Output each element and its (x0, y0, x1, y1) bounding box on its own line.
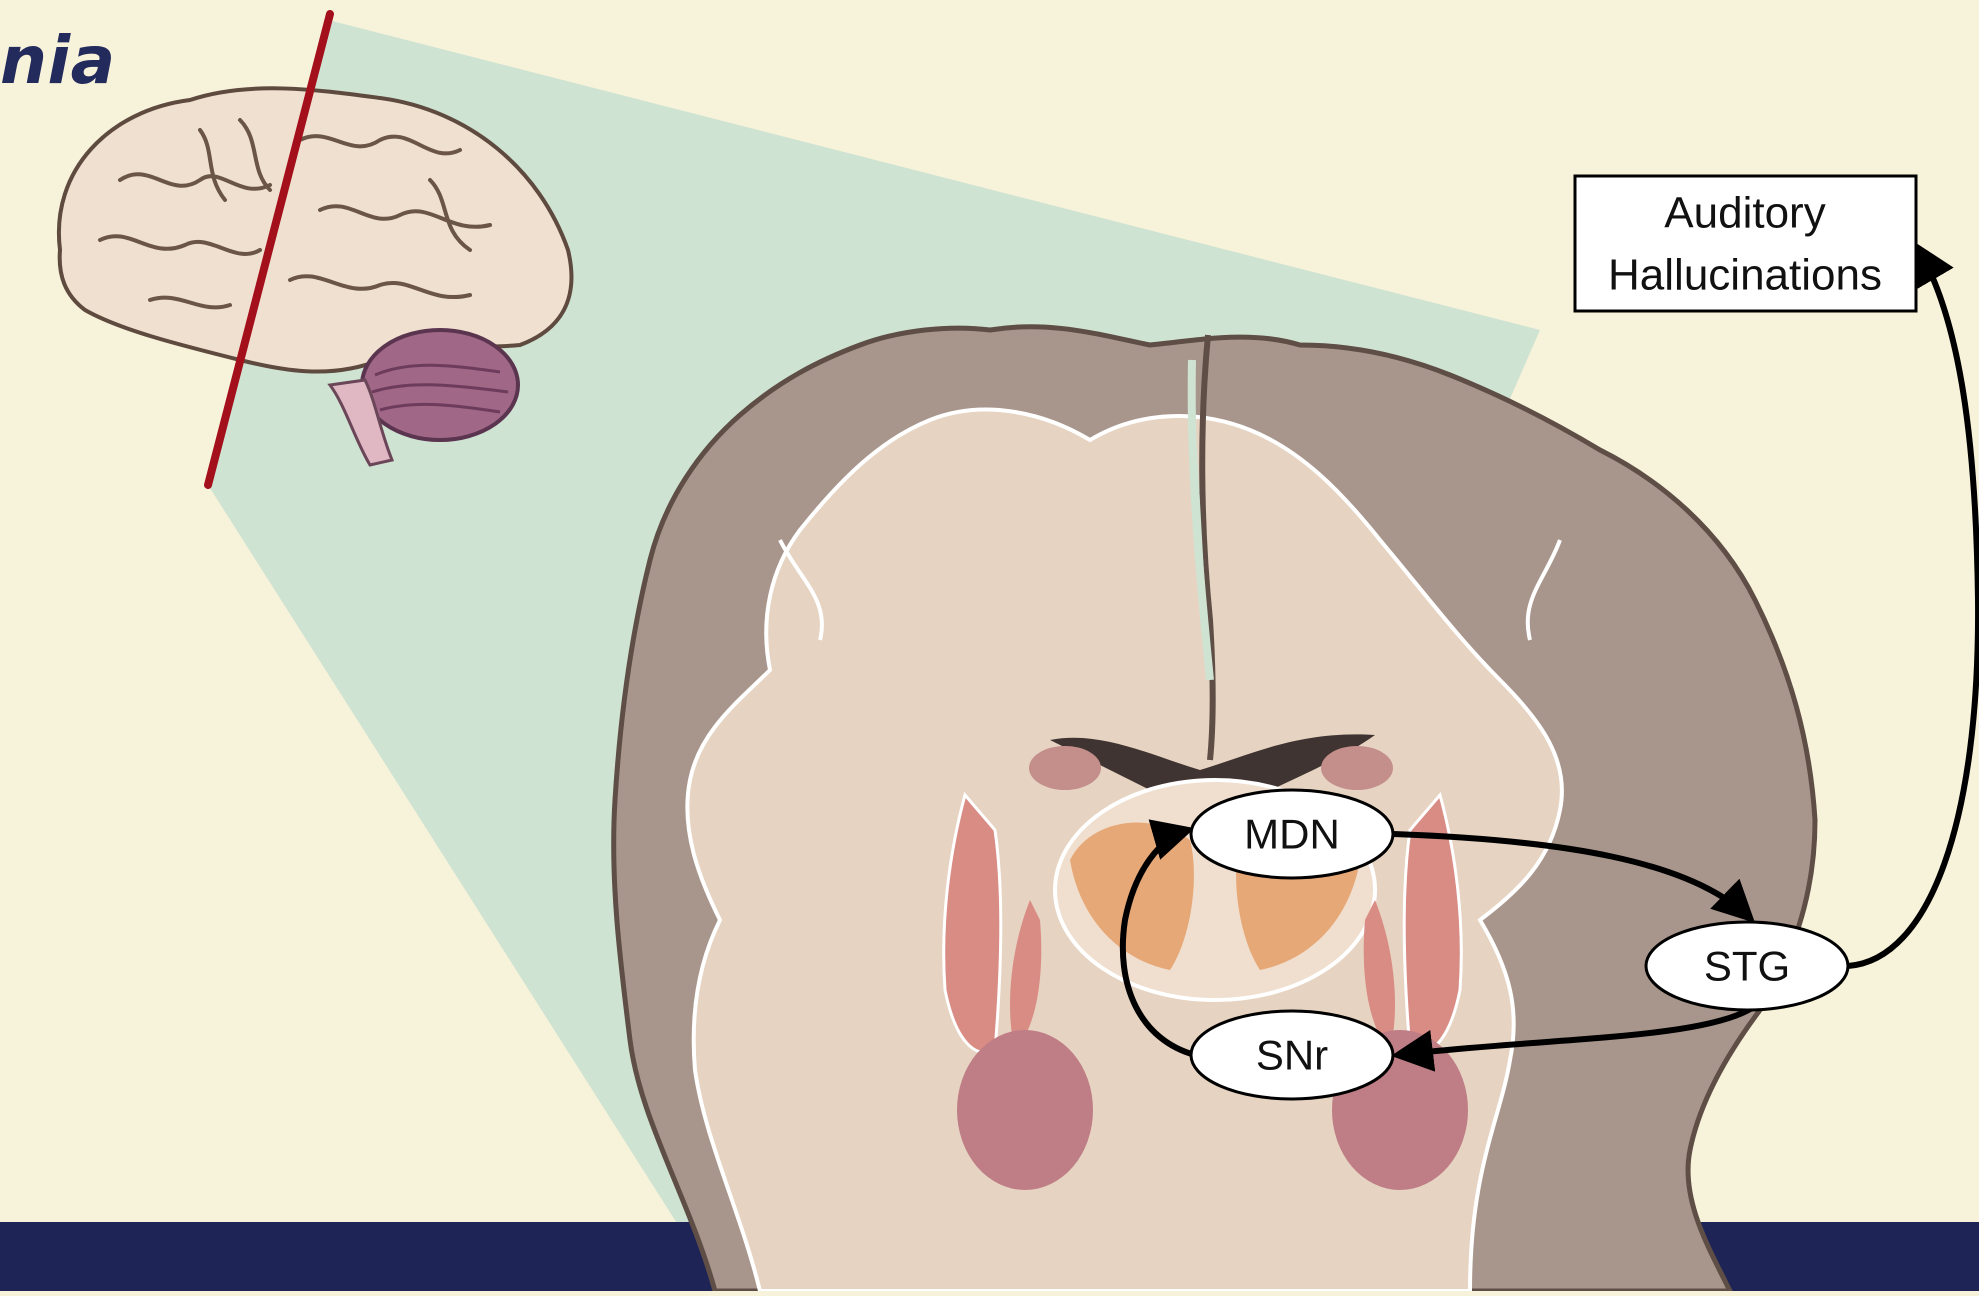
auditory-hallucinations-box: Auditory Hallucinations (1575, 176, 1916, 311)
node-stg-label: STG (1704, 943, 1790, 990)
node-snr-label: SNr (1256, 1032, 1328, 1079)
node-mdn-label: MDN (1244, 811, 1340, 858)
node-stg: STG (1646, 922, 1848, 1010)
arrow-stg-to-hallucinations (1848, 248, 1978, 966)
outcome-box-line2: Hallucinations (1608, 251, 1882, 300)
title-fragment: nia (0, 22, 116, 99)
node-mdn: MDN (1191, 790, 1393, 878)
node-snr: SNr (1191, 1011, 1393, 1099)
outcome-box-line1: Auditory (1664, 189, 1825, 238)
